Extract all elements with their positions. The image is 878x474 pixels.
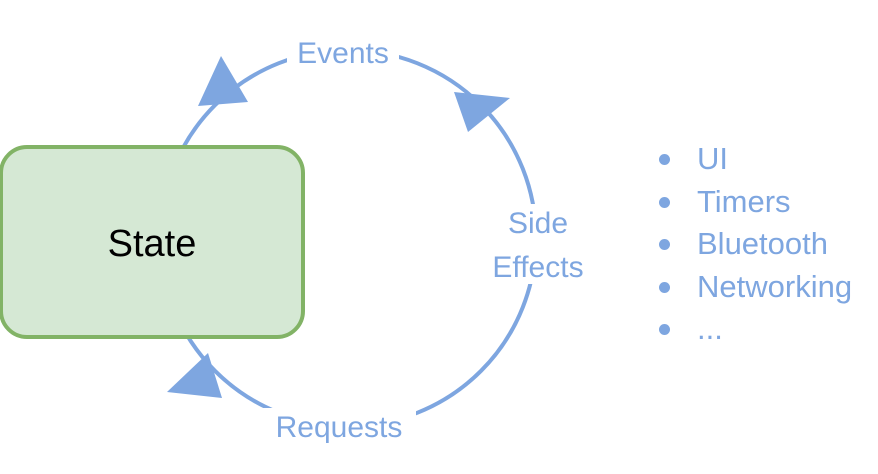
events-arrowhead-left (198, 56, 248, 106)
requests-label: Requests (276, 411, 403, 444)
state-label: State (108, 223, 197, 265)
requests-arrowhead (167, 353, 222, 398)
side-effects-label-line1: Side (508, 207, 568, 240)
side-effects-list-item: Timers (655, 181, 852, 224)
bullet-dot-icon (659, 154, 670, 165)
side-effects-list-item-label: ... (697, 311, 723, 346)
side-effects-list-item-label: Bluetooth (697, 226, 828, 261)
side-effects-list-item: UI (655, 138, 852, 181)
side-effects-list-item-label: UI (697, 141, 728, 176)
events-label-background (287, 36, 399, 70)
side-effects-list-item: Bluetooth (655, 223, 852, 266)
bullet-dot-icon (659, 239, 670, 250)
side-effects-label-background (483, 204, 595, 284)
bullet-dot-icon (659, 196, 670, 208)
side-effects-list-item: ... (655, 308, 852, 351)
events-label: Events (297, 37, 389, 70)
side-effects-list-item-label: Networking (697, 268, 853, 304)
state-box (0, 145, 305, 339)
side-effects-label-line2: Effects (492, 251, 583, 284)
events-arrowhead-right (454, 92, 510, 132)
bullet-dot-icon (659, 281, 670, 293)
requests-label-background (262, 408, 416, 444)
side-effects-list-item-label: Timers (697, 183, 791, 219)
bullet-dot-icon (659, 324, 670, 335)
side-effects-list-item: Networking (655, 266, 852, 309)
